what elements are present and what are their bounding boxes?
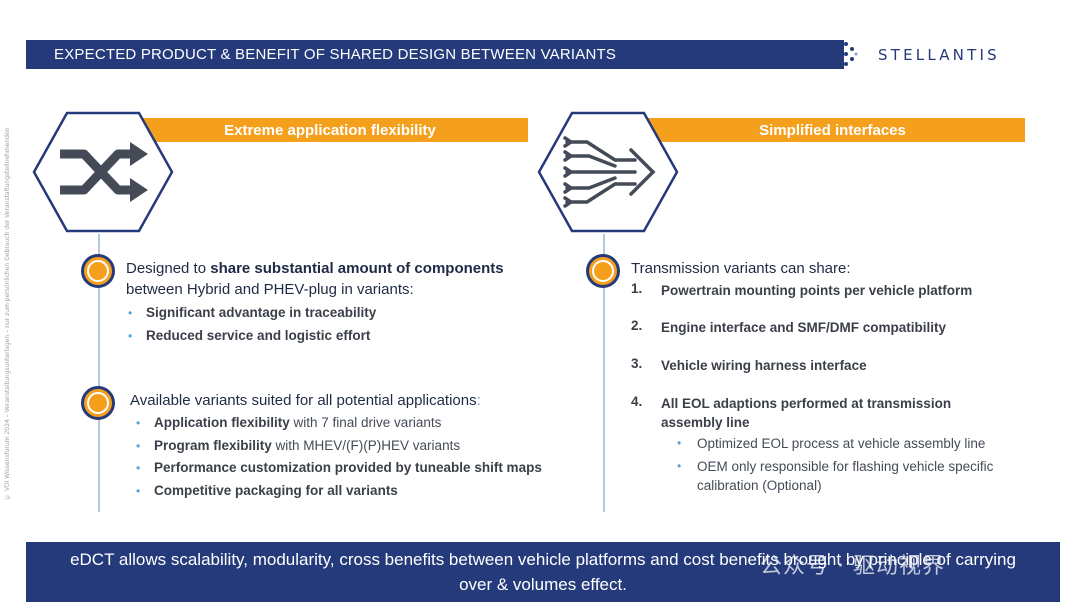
right-heading: Transmission variants can share: — [631, 260, 851, 277]
left-band-label: Extreme application flexibility — [132, 118, 528, 142]
left-block1-heading-bold: share substantial amount of components — [210, 260, 504, 277]
left-bullet-2-marker — [81, 386, 115, 420]
list-item: Competitive packaging for all variants — [134, 480, 564, 503]
shuffle-icon — [32, 111, 174, 233]
left-block2-heading-suffix: : — [476, 392, 481, 409]
header-dots-decoration — [844, 42, 858, 66]
right-band-label: Simplified interfaces — [640, 118, 1025, 142]
list-item: Program flexibility with MHEV/(F)(P)HEV … — [134, 435, 564, 458]
left-block1-heading-pre: Designed to — [126, 260, 211, 277]
copyright-note: © VDI Wissensforum 2024 – Veranstaltungs… — [4, 127, 11, 500]
left-timeline-line — [98, 234, 100, 512]
left-block2-heading-text: Available variants suited for all potent… — [130, 392, 477, 409]
left-block2-heading: Available variants suited for all potent… — [130, 390, 550, 411]
stellantis-logo: STELLANTIS — [878, 46, 1000, 64]
list-item: Performance customization provided by tu… — [134, 457, 564, 480]
list-item: Significant advantage in traceability — [126, 302, 546, 325]
list-item: OEM only responsible for flashing vehicl… — [671, 457, 1031, 495]
left-bullet-1-marker — [81, 254, 115, 288]
left-block1-list: Significant advantage in traceability Re… — [126, 302, 546, 347]
footer-banner: eDCT allows scalability, modularity, cro… — [26, 542, 1060, 602]
left-block2-list: Application flexibility with 7 final dri… — [134, 412, 564, 502]
wechat-watermark: 公众号 · 驱动视界 — [760, 554, 945, 579]
right-sub-list: Optimized EOL process at vehicle assembl… — [671, 434, 1031, 499]
left-block1-heading: Designed to share substantial amount of … — [126, 258, 546, 300]
right-bullet-marker — [586, 254, 620, 288]
list-item: Application flexibility with 7 final dri… — [134, 412, 564, 435]
left-block1-heading-post: between Hybrid and PHEV-plug in variants… — [126, 281, 414, 298]
right-numbered-list: 1.Powertrain mounting points per vehicle… — [631, 281, 1051, 511]
list-item: Optimized EOL process at vehicle assembl… — [671, 434, 1031, 453]
merge-arrows-icon — [537, 111, 679, 233]
right-timeline-line — [603, 234, 605, 512]
slide-title: EXPECTED PRODUCT & BENEFIT OF SHARED DES… — [26, 40, 844, 69]
list-item: Reduced service and logistic effort — [126, 325, 546, 348]
